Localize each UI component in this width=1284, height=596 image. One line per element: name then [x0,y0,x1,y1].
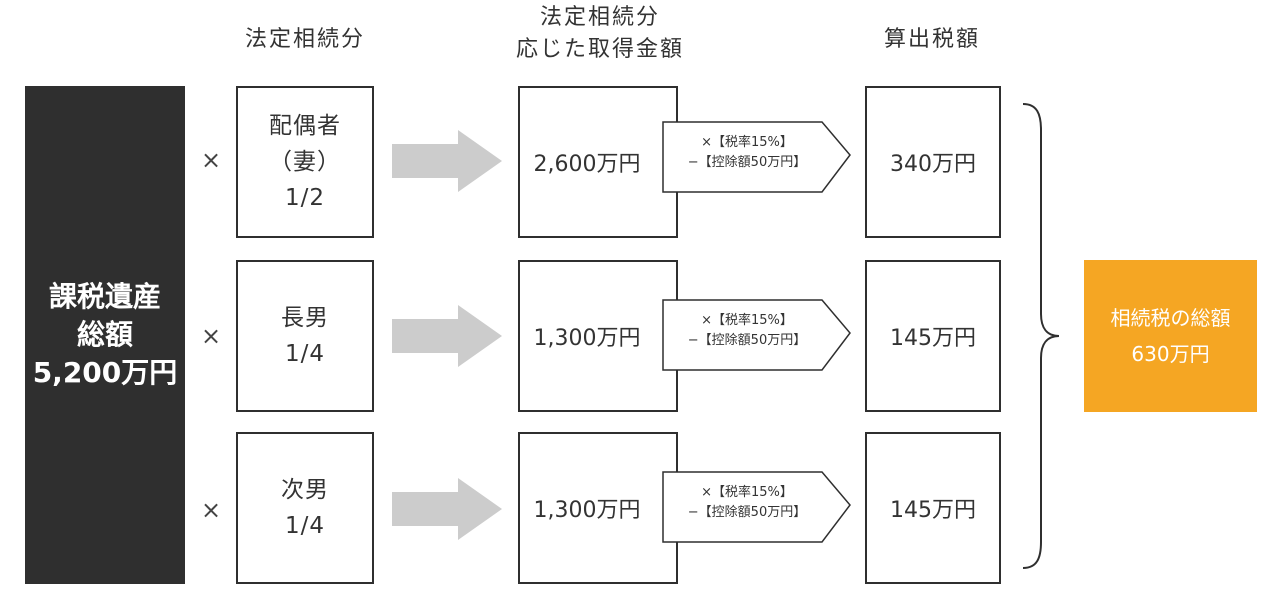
multiply-sign: × [200,496,222,524]
calc-formula: ×【税率15%】 −【控除額50万円】 [662,483,832,523]
share-fraction: 1/4 [284,513,325,539]
tax-box-spouse: 340万円 [865,86,1001,238]
calc-deduction: −【控除額50万円】 [687,505,807,520]
share-fraction: 1/2 [284,185,325,211]
header-acquisition-line2: 応じた取得金額 [515,37,684,62]
calc-arrow-icon [662,299,851,371]
header-calculated-tax: 算出税額 [832,24,1032,56]
share-label: 配偶者 [269,113,341,139]
calc-arrow-icon [662,471,851,543]
share-box-spouse: 配偶者 （妻） 1/2 [236,86,374,238]
header-legal-share-text: 法定相続分 [244,27,365,52]
acquisition-amount: 1,300万円 [533,498,641,523]
tax-amount: 340万円 [890,152,976,177]
header-legal-share: 法定相続分 [205,24,405,56]
tax-amount: 145万円 [890,498,976,523]
share-label: 次男 [281,477,329,503]
total-inheritance-tax-label: 相続税の総額 [1110,306,1231,330]
total-inheritance-tax-box: 相続税の総額 630万円 [1084,260,1257,412]
taxable-estate-line1: 課税遺産 [48,280,161,313]
calc-rate: ×【税率15%】 [701,313,793,328]
header-acquisition-amount: 法定相続分 応じた取得金額 [480,2,720,66]
multiply-sign: × [200,322,222,350]
calc-rate: ×【税率15%】 [701,485,793,500]
summation-brace [1022,103,1060,569]
right-arrow-icon [392,478,502,540]
right-arrow-icon [392,305,502,367]
taxable-estate-total-box: 課税遺産 総額 5,200万円 [25,86,185,584]
acquisition-box-eldest-son: 1,300万円 [518,260,678,412]
share-box-second-son: 次男 1/4 [236,432,374,584]
share-box-eldest-son: 長男 1/4 [236,260,374,412]
calc-formula: ×【税率15%】 −【控除額50万円】 [662,133,832,173]
acquisition-box-spouse: 2,600万円 [518,86,678,238]
header-acquisition-line1: 法定相続分 [539,5,660,30]
calc-deduction: −【控除額50万円】 [687,155,807,170]
taxable-estate-line2: 総額 [76,318,133,351]
total-inheritance-tax-amount: 630万円 [1131,342,1210,366]
share-fraction: 1/4 [284,341,325,367]
acquisition-amount: 2,600万円 [533,152,641,177]
tax-amount: 145万円 [890,326,976,351]
calc-formula: ×【税率15%】 −【控除額50万円】 [662,311,832,351]
calc-rate: ×【税率15%】 [701,135,793,150]
header-calculated-tax-text: 算出税額 [883,27,980,52]
calc-deduction: −【控除額50万円】 [687,333,807,348]
calc-arrow-icon [662,121,851,193]
right-arrow-icon [392,130,502,192]
acquisition-box-second-son: 1,300万円 [518,432,678,584]
multiply-sign: × [200,146,222,174]
tax-box-second-son: 145万円 [865,432,1001,584]
share-label-sub: （妻） [269,149,341,175]
share-label: 長男 [281,305,329,331]
taxable-estate-amount: 5,200万円 [32,356,178,389]
tax-box-eldest-son: 145万円 [865,260,1001,412]
acquisition-amount: 1,300万円 [533,326,641,351]
